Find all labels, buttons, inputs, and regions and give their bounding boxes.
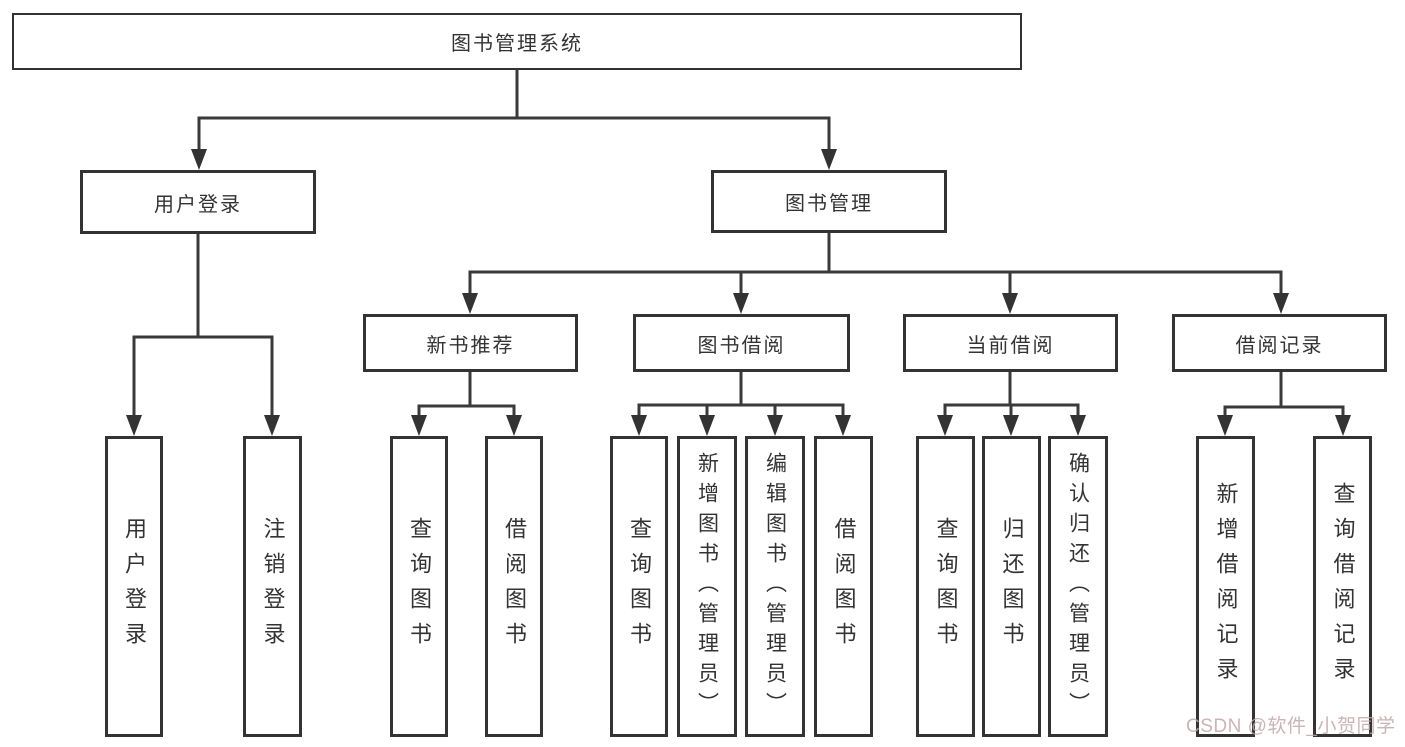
- connector-book-borrow-children: [631, 372, 851, 436]
- node-label: 图书管理: [785, 193, 873, 215]
- leaf-label: 编辑图书（管理员）: [763, 451, 787, 722]
- node-new-book-recommend: 新书推荐: [363, 314, 578, 372]
- leaf-label: 查询图书: [933, 516, 959, 657]
- leaf-add-borrow-record: 新增借阅记录: [1196, 436, 1255, 737]
- leaf-label: 新增借阅记录: [1213, 481, 1239, 692]
- node-label: 新书推荐: [426, 334, 515, 357]
- leaf-borrow-book-2: 借阅图书: [814, 436, 873, 737]
- node-label: 用户登录: [154, 193, 242, 216]
- node-label: 当前借阅: [966, 334, 1055, 357]
- leaf-label: 新增图书（管理员）: [695, 451, 719, 722]
- leaf-label: 借阅图书: [502, 516, 527, 657]
- connector-current-borrow-children: [937, 372, 1086, 436]
- node-borrow-record: 借阅记录: [1172, 314, 1387, 372]
- connector-borrow-record-children: [1217, 372, 1351, 436]
- connector-new-book-children: [411, 372, 522, 436]
- csdn-watermark: CSDN @软件_小贺同学: [1186, 716, 1396, 737]
- leaf-query-borrow-record: 查询借阅记录: [1313, 436, 1372, 737]
- node-book-borrow: 图书借阅: [633, 314, 850, 372]
- leaf-return-book: 归还图书: [982, 436, 1041, 737]
- node-label: 借阅记录: [1235, 334, 1324, 357]
- leaf-edit-book-admin: 编辑图书（管理员）: [745, 436, 805, 737]
- leaf-label: 查询图书: [627, 516, 652, 657]
- leaf-label: 查询图书: [407, 516, 432, 657]
- leaf-query-book-2: 查询图书: [610, 436, 668, 737]
- node-book-management: 图书管理: [711, 170, 947, 233]
- leaf-label: 用户登录: [122, 516, 147, 657]
- connector-root-to-level2: [191, 70, 837, 170]
- node-current-borrow: 当前借阅: [903, 314, 1118, 372]
- node-label: 图书管理系统: [451, 33, 583, 55]
- leaf-label: 注销登录: [260, 516, 286, 657]
- connector-user-login-children: [126, 234, 280, 436]
- leaf-logout: 注销登录: [243, 436, 302, 737]
- leaf-label: 查询借阅记录: [1330, 481, 1356, 692]
- leaf-label: 借阅图书: [831, 516, 857, 657]
- leaf-query-book-3: 查询图书: [916, 436, 975, 737]
- leaf-label: 确认归还（管理员）: [1066, 451, 1090, 722]
- node-label: 图书借阅: [697, 334, 786, 357]
- leaf-add-book-admin: 新增图书（管理员）: [677, 436, 737, 737]
- node-user-login: 用户登录: [80, 170, 316, 234]
- leaf-user-login: 用户登录: [105, 436, 163, 737]
- leaf-query-book-1: 查询图书: [390, 436, 448, 737]
- node-library-management-system: 图书管理系统: [12, 13, 1022, 70]
- leaf-label: 归还图书: [999, 516, 1025, 657]
- leaf-confirm-return-admin: 确认归还（管理员）: [1048, 436, 1108, 737]
- connector-book-management-children: [462, 233, 1289, 314]
- leaf-borrow-book-1: 借阅图书: [485, 436, 543, 737]
